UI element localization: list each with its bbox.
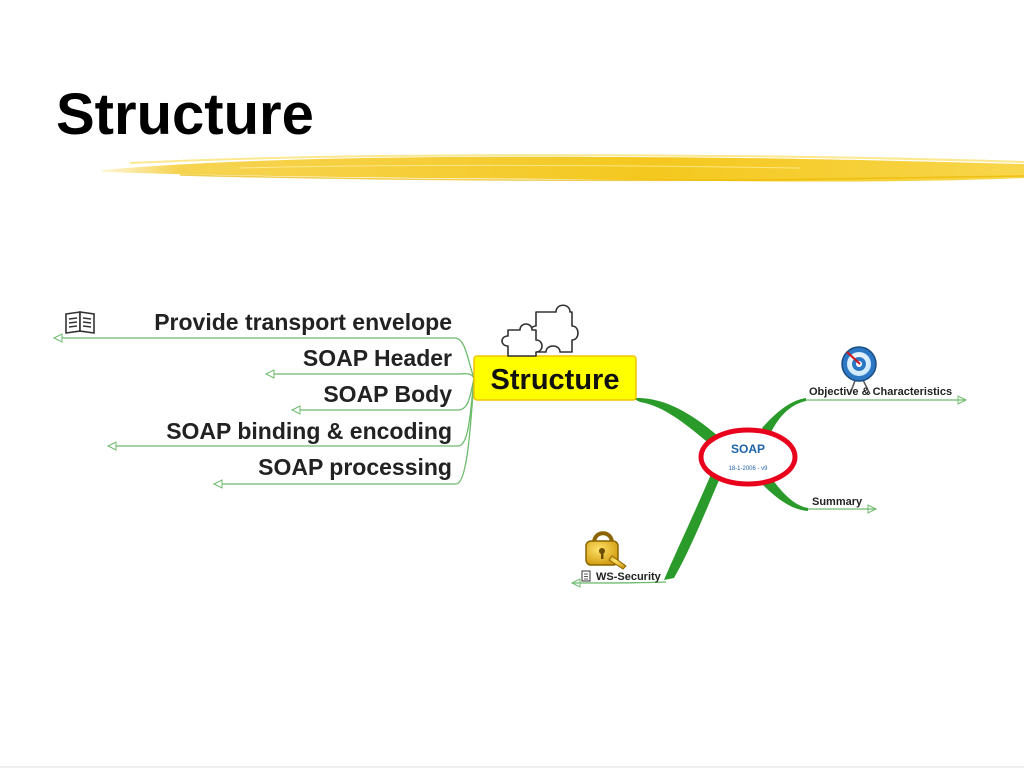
branch-soap-processing[interactable]: SOAP processing — [258, 454, 452, 480]
branch-objective-characteristics[interactable]: Objective & Characteristics — [809, 386, 952, 398]
padlock-icon — [585, 531, 627, 570]
note-icon — [581, 570, 591, 582]
root-branch-lines — [571, 399, 966, 584]
target-icon — [841, 346, 877, 395]
structure-branch-lines — [54, 337, 475, 485]
title-underline — [102, 154, 1024, 182]
slide-title: Structure — [56, 82, 314, 147]
branch-end-markers — [52, 333, 968, 588]
branch-summary[interactable]: Summary — [812, 496, 863, 508]
root-label: SOAP — [731, 442, 765, 456]
branch-provide-transport-envelope[interactable]: Provide transport envelope — [154, 309, 452, 335]
center-label: Structure — [491, 364, 620, 396]
bottom-rule — [0, 766, 1024, 768]
root-node[interactable]: SOAP 18-1-2006 - v9 — [698, 427, 798, 487]
branch-soap-header[interactable]: SOAP Header — [303, 345, 452, 371]
branch-ws-security[interactable]: WS-Security — [596, 571, 662, 583]
branch-soap-binding-encoding[interactable]: SOAP binding & encoding — [166, 418, 452, 444]
center-node[interactable]: Structure — [473, 355, 637, 401]
root-connectors — [632, 398, 808, 580]
book-icon — [65, 311, 95, 334]
puzzle-icon — [501, 304, 579, 357]
structure-branches: Provide transport envelope SOAP Header S… — [154, 309, 452, 480]
root-date: 18-1-2006 - v9 — [728, 466, 768, 472]
branch-soap-body[interactable]: SOAP Body — [323, 381, 452, 407]
